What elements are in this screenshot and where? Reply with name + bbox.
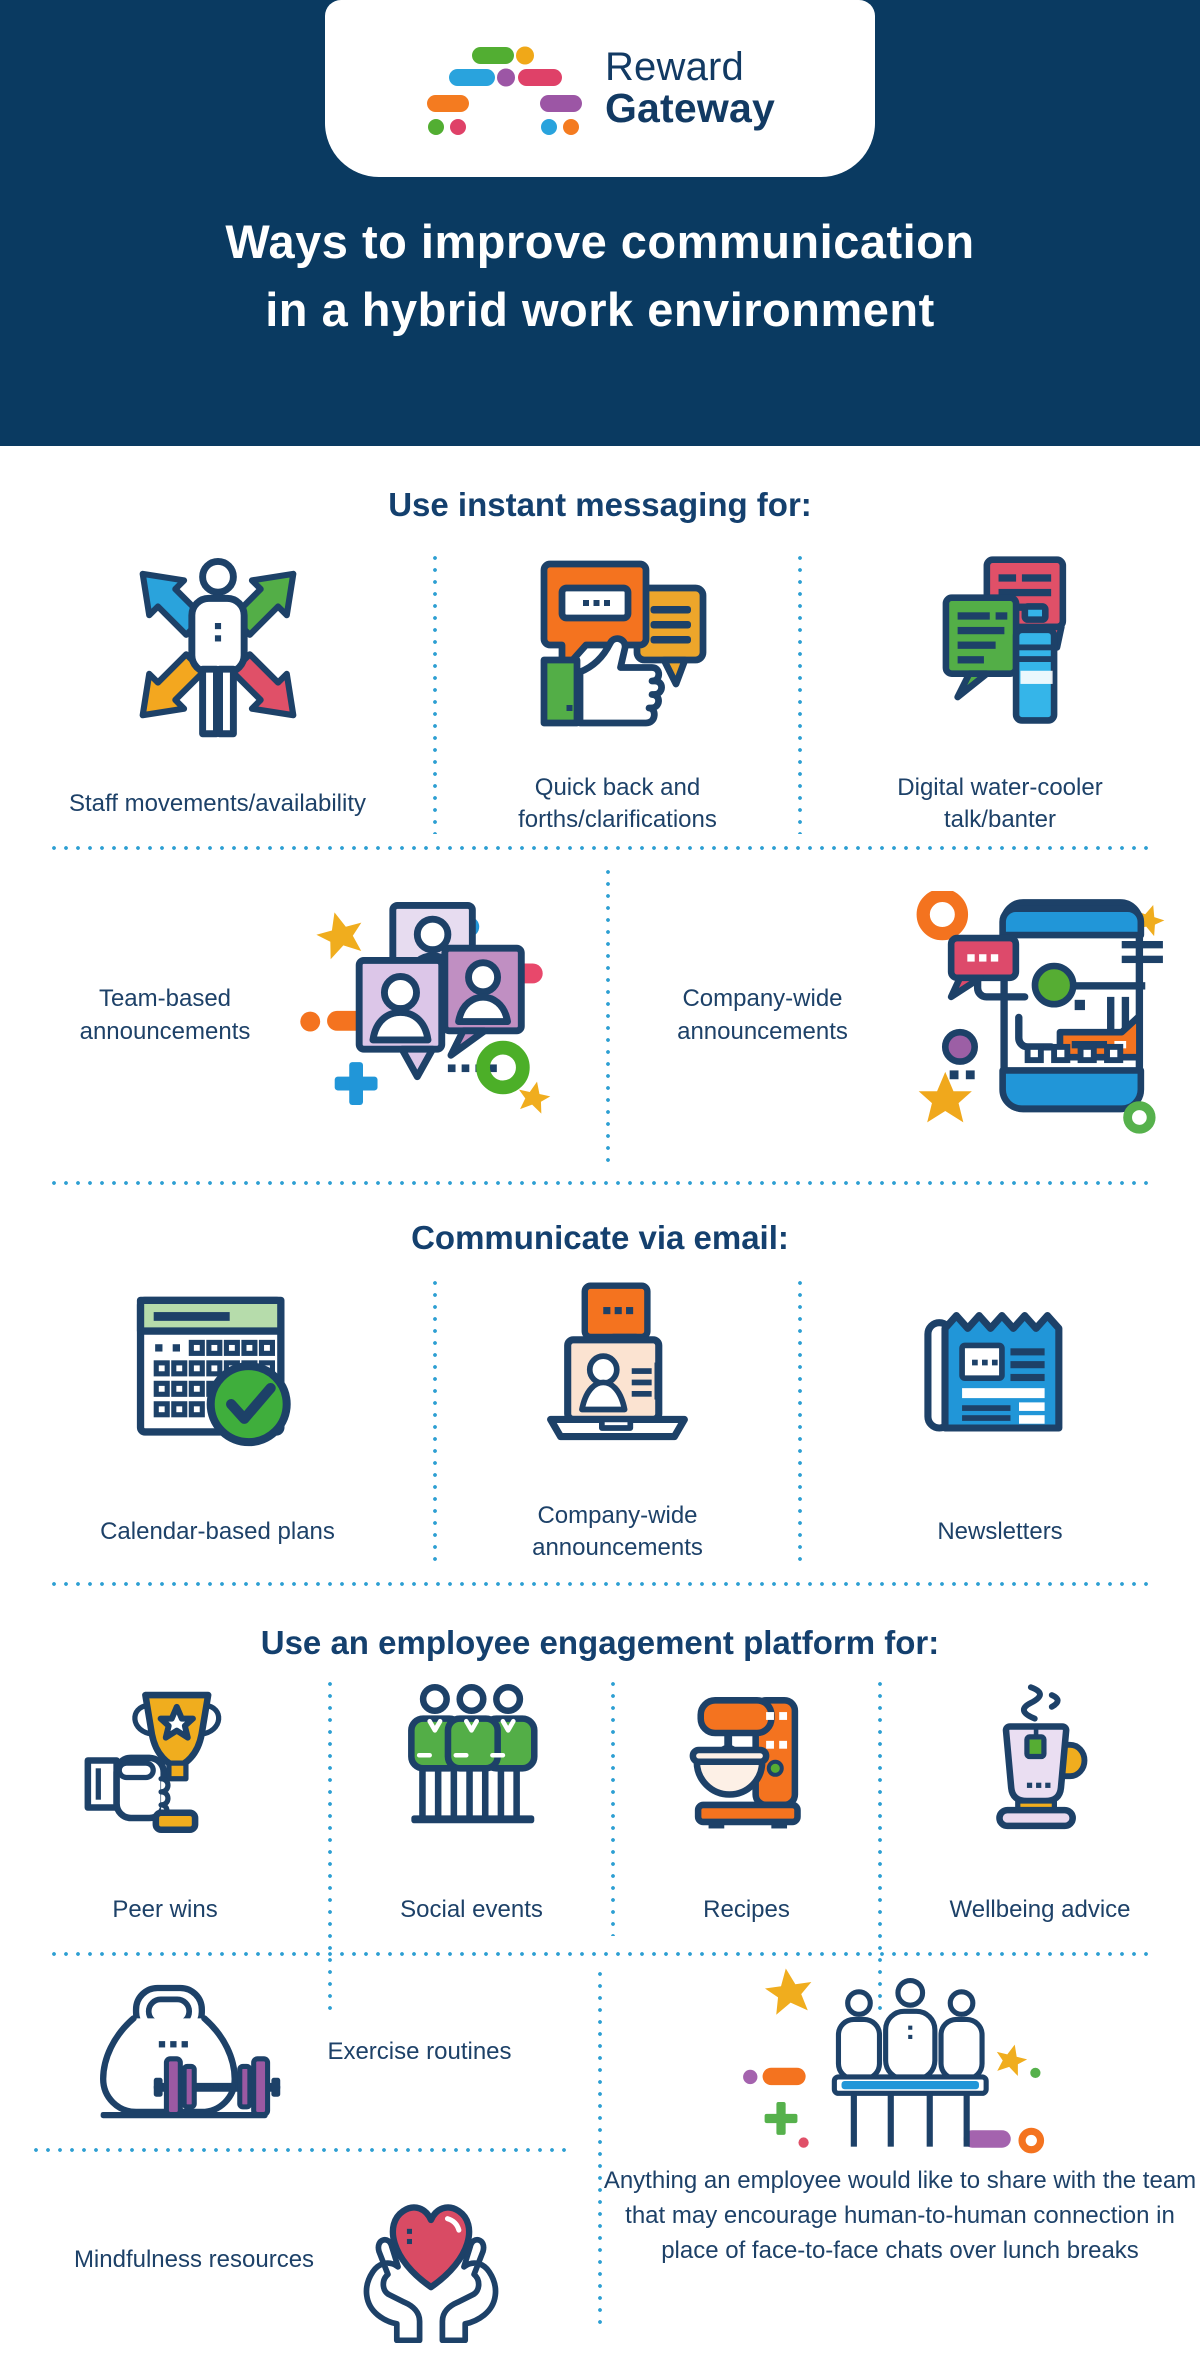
platform-item-exercise: Exercise routines bbox=[0, 1956, 600, 2148]
column-divider bbox=[798, 552, 802, 834]
instant-item-watercooler-label: Digital water-cooler talk/banter bbox=[897, 773, 1103, 833]
platform-item-share-text: Anything an employee would like to share… bbox=[603, 2167, 1197, 2264]
page-title-line1: Ways to improve communication bbox=[225, 215, 975, 268]
brand-line2: Gateway bbox=[604, 84, 776, 131]
email-item-calendar-label: Calendar-based plans bbox=[100, 1517, 335, 1545]
company-announcements-phone-icon bbox=[901, 890, 1166, 1141]
platform-item-wellbeing-label: Wellbeing advice bbox=[949, 1895, 1131, 1923]
email-item-company: Company-wide announcements bbox=[435, 1257, 800, 1582]
platform-bottom: Exercise routines Mindfulness resources bbox=[0, 1956, 1200, 2369]
email-item-newsletters-label: Newsletters bbox=[937, 1517, 1063, 1545]
section-divider bbox=[48, 1952, 1152, 1956]
brand-wordmark: Reward Gateway bbox=[605, 47, 775, 130]
section-platform-heading-wrap: Use an employee engagement platform for: bbox=[0, 1586, 1200, 1662]
section-instant-heading-wrap: Use instant messaging for: bbox=[0, 446, 1200, 524]
staff-movements-icon bbox=[118, 524, 318, 762]
email-row: Calendar-based plans bbox=[0, 1257, 1200, 1582]
column-divider bbox=[433, 1277, 437, 1568]
newsletter-icon bbox=[908, 1257, 1093, 1487]
column-divider bbox=[878, 1678, 882, 2018]
platform-row1: Peer wins bbox=[0, 1662, 1200, 2018]
instant-item-team-label: Team-based announcements bbox=[79, 985, 251, 1045]
platform-item-mindfulness-label: Mindfulness resources bbox=[73, 2246, 315, 2274]
social-events-icon bbox=[379, 1662, 564, 1872]
instant-item-quick-label: Quick back and forths/clarifications bbox=[518, 773, 717, 833]
platform-item-recipes-label: Recipes bbox=[703, 1895, 790, 1923]
instant-item-watercooler: Digital water-cooler talk/banter bbox=[800, 524, 1200, 846]
email-item-company-label: Company-wide announcements bbox=[532, 1501, 703, 1561]
brand-line1: Reward bbox=[604, 45, 745, 90]
platform-item-peerwins: Peer wins bbox=[0, 1662, 330, 1952]
platform-item-recipes: Recipes bbox=[613, 1662, 880, 1952]
team-table-icon bbox=[735, 1956, 1065, 2164]
platform-item-social: Social events bbox=[330, 1662, 613, 1952]
platform-item-exercise-label: Exercise routines bbox=[327, 2037, 512, 2065]
instant-item-company: Company-wide announcements bbox=[608, 850, 1200, 1181]
column-divider bbox=[798, 1277, 802, 1568]
trophy-icon bbox=[80, 1662, 250, 1872]
section-instant-heading: Use instant messaging for: bbox=[388, 486, 812, 523]
instant-row1: Staff movements/availability bbox=[0, 524, 1200, 846]
section-divider bbox=[48, 1582, 1152, 1586]
tea-cup-icon bbox=[955, 1662, 1125, 1872]
reward-gateway-logo-icon bbox=[425, 39, 585, 139]
calendar-icon bbox=[123, 1257, 313, 1487]
column-divider bbox=[611, 1678, 615, 1936]
platform-item-peerwins-label: Peer wins bbox=[112, 1895, 218, 1923]
column-divider bbox=[328, 1678, 332, 2018]
team-announcements-icon bbox=[298, 893, 558, 1138]
section-email-heading: Communicate via email: bbox=[411, 1219, 789, 1256]
instant-item-quick: Quick back and forths/clarifications bbox=[435, 524, 800, 846]
platform-bottom-left: Exercise routines Mindfulness resources bbox=[0, 1956, 600, 2369]
column-divider bbox=[606, 866, 610, 1165]
instant-item-staff-label: Staff movements/availability bbox=[68, 789, 367, 817]
page-title-line2: in a hybrid work environment bbox=[265, 283, 935, 337]
brand-logo-card: Reward Gateway bbox=[325, 0, 875, 177]
instant-item-staff: Staff movements/availability bbox=[0, 524, 435, 846]
exercise-icon bbox=[88, 1975, 303, 2130]
mindfulness-icon bbox=[336, 2178, 526, 2343]
column-divider bbox=[598, 1968, 602, 2329]
section-platform-heading: Use an employee engagement platform for: bbox=[260, 1624, 940, 1661]
email-item-calendar: Calendar-based plans bbox=[0, 1257, 435, 1582]
mixer-icon bbox=[659, 1662, 834, 1872]
instant-item-company-label: Company-wide announcements bbox=[677, 985, 848, 1045]
platform-item-share: Anything an employee would like to share… bbox=[600, 1956, 1200, 2369]
platform-item-mindfulness: Mindfulness resources bbox=[0, 2152, 600, 2369]
instant-item-team: Team-based announcements bbox=[0, 850, 608, 1181]
laptop-announcement-icon bbox=[525, 1257, 710, 1487]
instant-row2: Team-based announcements bbox=[0, 850, 1200, 1181]
bottom-left-divider bbox=[30, 2148, 570, 2152]
email-item-newsletters: Newsletters bbox=[800, 1257, 1200, 1582]
hero-banner: Reward Gateway Ways to improve communica… bbox=[0, 0, 1200, 446]
section-email-heading-wrap: Communicate via email: bbox=[0, 1185, 1200, 1257]
water-cooler-icon bbox=[905, 524, 1095, 762]
page-title: Ways to improve communication in a hybri… bbox=[0, 208, 1200, 344]
section-divider bbox=[48, 846, 1152, 850]
column-divider bbox=[433, 552, 437, 834]
quick-backforth-icon bbox=[520, 524, 715, 762]
platform-item-wellbeing: Wellbeing advice bbox=[880, 1662, 1200, 1952]
platform-item-social-label: Social events bbox=[400, 1895, 543, 1923]
section-divider bbox=[48, 1181, 1152, 1185]
